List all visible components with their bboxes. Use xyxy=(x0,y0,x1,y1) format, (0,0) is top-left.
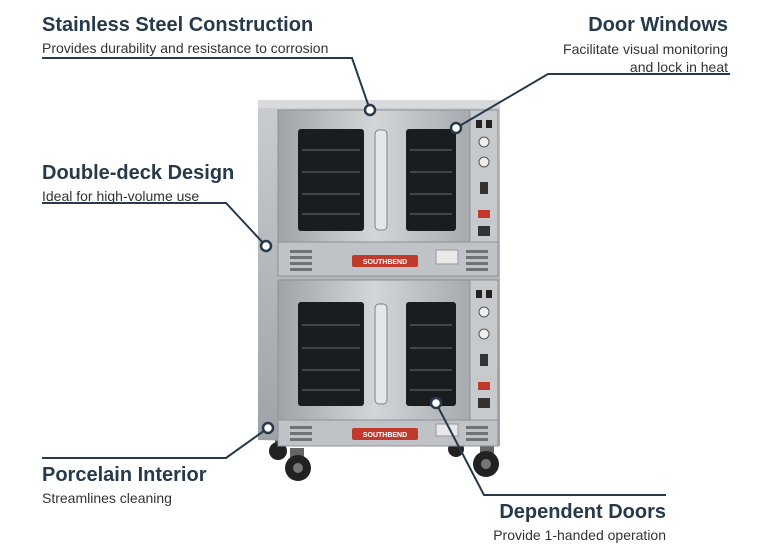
leader-porcelain xyxy=(42,427,269,459)
dot-door-windows xyxy=(449,121,463,135)
bottom-vents xyxy=(290,426,488,441)
brand-badge-lower-text: SOUTHBEND xyxy=(363,432,407,439)
callout-dependent-doors: Dependent Doors Provide 1-handed operati… xyxy=(493,501,666,544)
callout-door-windows: Door Windows Facilitate visual monitorin… xyxy=(563,14,728,76)
leader-door-windows xyxy=(455,73,730,129)
callout-description-line2: and lock in heat xyxy=(629,59,728,75)
upper-left-window xyxy=(298,129,364,231)
callout-description: Provide 1-handed operation xyxy=(493,527,666,543)
callout-porcelain-interior: Porcelain Interior Streamlines cleaning xyxy=(42,464,207,507)
leader-dependent-doors xyxy=(435,402,666,496)
leader-lines xyxy=(42,57,730,496)
lower-left-window xyxy=(298,302,364,406)
callout-description-line1: Facilitate visual monitoring xyxy=(563,41,728,57)
callout-double-deck: Double-deck Design Ideal for high-volume… xyxy=(42,162,234,205)
dot-stainless xyxy=(363,103,377,117)
callout-title: Dependent Doors xyxy=(499,501,666,523)
callout-stainless-steel: Stainless Steel Construction Provides du… xyxy=(42,14,328,57)
lower-control-panel xyxy=(469,279,499,421)
upper-door-handle xyxy=(374,129,388,231)
brand-badge-upper xyxy=(352,255,418,267)
upper-racks xyxy=(302,149,452,215)
upper-right-window xyxy=(406,129,456,231)
callout-description: Provides durability and resistance to co… xyxy=(42,40,329,56)
leader-double-deck xyxy=(42,202,267,247)
callout-title: Door Windows xyxy=(588,14,728,36)
leader-dots xyxy=(259,103,463,435)
lower-racks xyxy=(302,324,452,391)
brand-badge-upper-text: SOUTHBEND xyxy=(363,259,407,266)
dot-porcelain xyxy=(261,421,275,435)
callout-description: Streamlines cleaning xyxy=(42,490,172,506)
lower-right-window xyxy=(406,302,456,406)
brand-badge-lower xyxy=(352,428,418,440)
middle-vents xyxy=(290,250,488,271)
lower-door-handle xyxy=(374,303,388,405)
callout-title: Porcelain Interior xyxy=(42,464,207,486)
callout-title: Stainless Steel Construction xyxy=(42,14,314,36)
upper-control-panel xyxy=(469,109,499,243)
callout-description: Ideal for high-volume use xyxy=(42,188,200,204)
dot-double-deck xyxy=(259,239,273,253)
leader-stainless xyxy=(42,57,371,111)
dot-dependent-doors xyxy=(429,396,443,410)
callout-title: Double-deck Design xyxy=(42,162,235,184)
